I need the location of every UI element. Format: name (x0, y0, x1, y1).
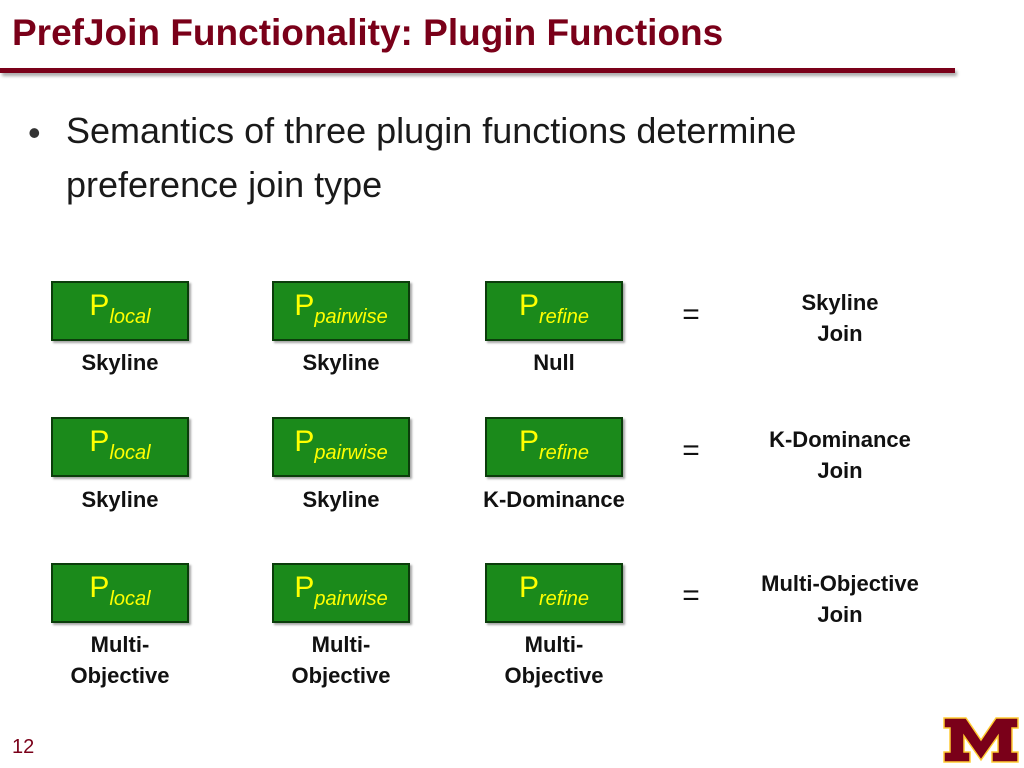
refine-semantics-label: Null (533, 350, 575, 375)
university-m-logo (943, 717, 1019, 763)
local-semantics-label: Multi- Objective (70, 632, 170, 688)
slide-number: 12 (12, 736, 35, 758)
pairwise-semantics-label: Skyline (302, 350, 380, 375)
bullet-marker: • (28, 112, 41, 153)
refine-semantics-label: Multi- Objective (504, 632, 604, 688)
equals-sign: = (682, 298, 700, 331)
p-letter: P (518, 425, 539, 458)
p-subscript: local (109, 305, 151, 328)
join-type-result: Multi-Objective Join (761, 571, 919, 627)
slide-title: PrefJoin Functionality: Plugin Functions (12, 12, 724, 53)
p-subscript: refine (538, 587, 590, 610)
p-subscript: pairwise (314, 587, 388, 610)
p-subscript: pairwise (314, 305, 388, 328)
p-letter: P (518, 571, 539, 604)
p-letter: P (294, 289, 315, 322)
p-subscript: refine (538, 305, 590, 328)
p-subscript: local (109, 441, 151, 464)
join-type-result: Skyline Join (801, 290, 879, 346)
equals-sign: = (682, 434, 700, 467)
equals-sign: = (682, 579, 700, 612)
join-type-result: K-Dominance Join (769, 427, 911, 483)
bullet-line-2: preference join type (66, 164, 383, 205)
p-subscript: local (109, 587, 151, 610)
p-letter: P (294, 571, 315, 604)
local-semantics-label: Skyline (81, 350, 159, 375)
pairwise-semantics-label: Multi- Objective (291, 632, 391, 688)
pairwise-semantics-label: Skyline (302, 487, 380, 512)
bullet-line-1: Semantics of three plugin functions dete… (66, 110, 797, 151)
p-letter: P (89, 425, 110, 458)
bullet-text: Semantics of three plugin functions dete… (66, 104, 1006, 212)
p-letter: P (518, 289, 539, 322)
p-subscript: refine (538, 441, 590, 464)
local-semantics-label: Skyline (81, 487, 159, 512)
refine-semantics-label: K-Dominance (483, 487, 625, 512)
p-letter: P (89, 289, 110, 322)
p-subscript: pairwise (314, 441, 388, 464)
title-underline (0, 68, 955, 73)
p-letter: P (294, 425, 315, 458)
p-letter: P (89, 571, 110, 604)
